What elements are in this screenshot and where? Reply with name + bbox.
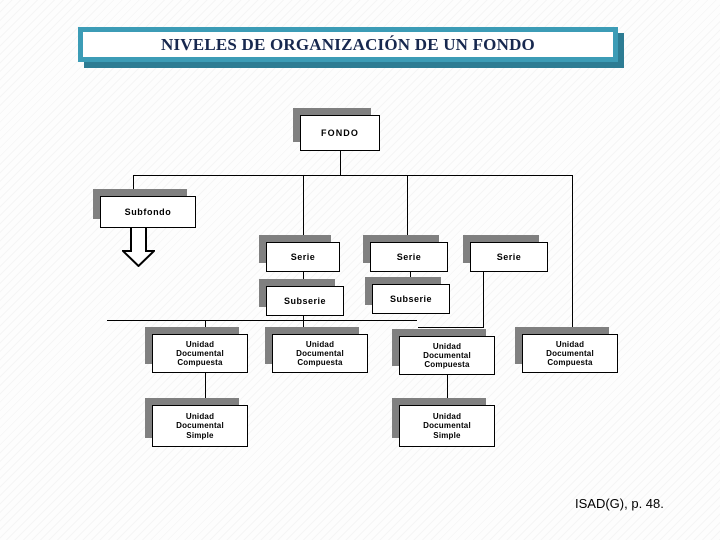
node-unidad-documental-simple-1[interactable]: Unidad Documental Simple xyxy=(152,405,248,447)
node-unidad-documental-compuesta-4[interactable]: Unidad Documental Compuesta xyxy=(522,334,618,373)
node-unidad-documental-compuesta-1[interactable]: Unidad Documental Compuesta xyxy=(152,334,248,373)
connector-bus-to-subfondo xyxy=(133,175,134,197)
connector-bus-to-serie-1 xyxy=(303,175,304,242)
node-uds-2-line3: Simple xyxy=(433,430,461,440)
node-uds-2-line1: Unidad xyxy=(432,412,462,422)
node-udc-2-label: Unidad Documental Compuesta xyxy=(273,340,367,368)
node-udc-1-label: Unidad Documental Compuesta xyxy=(153,340,247,368)
down-arrow-icon xyxy=(120,226,157,268)
node-udc-1-line3: Compuesta xyxy=(177,358,223,368)
node-udc-1-line1: Unidad xyxy=(185,339,215,349)
page-title: NIVELES DE ORGANIZACIÓN DE UN FONDO xyxy=(161,34,535,54)
node-fondo[interactable]: FONDO xyxy=(300,115,380,151)
node-subfondo-label: Subfondo xyxy=(124,206,172,217)
node-uds-2-label: Unidad Documental Simple xyxy=(400,412,494,440)
connector-udc1-to-uds1 xyxy=(205,373,206,405)
node-udc-3-line2: Documental xyxy=(423,350,471,360)
node-subfondo[interactable]: Subfondo xyxy=(100,196,196,228)
connector-serie3-elbow xyxy=(418,327,484,328)
connector-lower-bus xyxy=(107,320,417,321)
node-serie-1-label: Serie xyxy=(290,251,316,262)
connector-bus-to-serie-2 xyxy=(407,175,408,242)
node-unidad-documental-simple-2[interactable]: Unidad Documental Simple xyxy=(399,405,495,447)
connector-main-bus xyxy=(133,175,573,176)
connector-serie1-to-subserie1 xyxy=(303,272,304,288)
node-uds-1-label: Unidad Documental Simple xyxy=(153,412,247,440)
connector-serie3-stem xyxy=(483,272,484,327)
connector-bus-to-right-column xyxy=(572,175,573,335)
down-arrow-glyph xyxy=(120,226,157,268)
title-banner: NIVELES DE ORGANIZACIÓN DE UN FONDO xyxy=(78,27,618,62)
node-subserie-1[interactable]: Subserie xyxy=(266,286,344,316)
connector-subserie1-to-udc2 xyxy=(303,316,304,334)
connector-fondo-stem xyxy=(340,150,341,176)
node-subserie-1-label: Subserie xyxy=(283,295,327,306)
node-udc-2-line3: Compuesta xyxy=(297,358,343,368)
connector-lowerbus-to-udc1 xyxy=(205,320,206,334)
connector-serie2-to-subserie2 xyxy=(410,272,411,288)
node-udc-3-line1: Unidad xyxy=(432,341,462,351)
node-unidad-documental-compuesta-2[interactable]: Unidad Documental Compuesta xyxy=(272,334,368,373)
node-uds-1-line1: Unidad xyxy=(185,412,215,422)
node-udc-2-line2: Documental xyxy=(296,348,344,358)
node-serie-1[interactable]: Serie xyxy=(266,242,340,272)
node-uds-1-line3: Simple xyxy=(186,430,214,440)
node-fondo-label: FONDO xyxy=(321,127,359,138)
node-uds-2-line2: Documental xyxy=(423,421,471,431)
node-subserie-2[interactable]: Subserie xyxy=(372,284,450,314)
connector-udc3-to-uds2 xyxy=(447,375,448,405)
node-subserie-2-label: Subserie xyxy=(389,293,433,304)
node-udc-4-line3: Compuesta xyxy=(547,358,593,368)
node-udc-3-line3: Compuesta xyxy=(424,360,470,370)
node-serie-3-label: Serie xyxy=(496,251,522,262)
node-uds-1-line2: Documental xyxy=(176,421,224,431)
node-udc-4-line2: Documental xyxy=(546,348,594,358)
source-citation: ISAD(G), p. 48. xyxy=(575,496,664,511)
node-unidad-documental-compuesta-3[interactable]: Unidad Documental Compuesta xyxy=(399,336,495,375)
node-udc-1-line2: Documental xyxy=(176,348,224,358)
node-udc-4-line1: Unidad xyxy=(555,339,585,349)
node-udc-2-line1: Unidad xyxy=(305,339,335,349)
node-serie-3[interactable]: Serie xyxy=(470,242,548,272)
node-udc-4-label: Unidad Documental Compuesta xyxy=(523,340,617,368)
node-udc-3-label: Unidad Documental Compuesta xyxy=(400,342,494,370)
node-serie-2[interactable]: Serie xyxy=(370,242,448,272)
node-serie-2-label: Serie xyxy=(396,251,422,262)
